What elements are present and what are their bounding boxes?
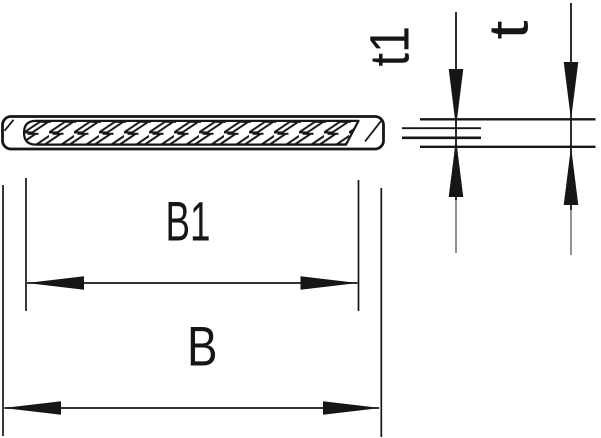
arrowhead-t-top — [563, 62, 579, 120]
label-b1: B1 — [166, 190, 211, 253]
width-dimensions: B1 B — [2, 178, 383, 437]
dimension-b1: B1 — [26, 190, 358, 290]
braided-conductor — [22, 119, 360, 146]
dimension-t1: t1 — [358, 12, 464, 253]
arrowhead-b1-left — [26, 276, 84, 290]
thickness-dimensions: t1 t — [358, 3, 596, 255]
dimension-b: B — [3, 315, 381, 415]
arrowhead-b-left — [3, 401, 61, 415]
shell-seam-right — [364, 120, 382, 143]
shell-seam-left — [3, 119, 15, 132]
strip-cross-section — [1, 115, 385, 151]
label-t: t — [477, 20, 540, 40]
arrowhead-t1-top — [448, 69, 464, 128]
arrowhead-t-bottom — [563, 146, 579, 205]
arrowhead-b-right — [323, 401, 381, 415]
arrowhead-b1-right — [300, 276, 358, 290]
arrowhead-t1-bottom — [448, 138, 464, 197]
label-t1: t1 — [358, 26, 421, 67]
dimension-t: t — [477, 3, 579, 255]
label-b: B — [187, 315, 218, 378]
